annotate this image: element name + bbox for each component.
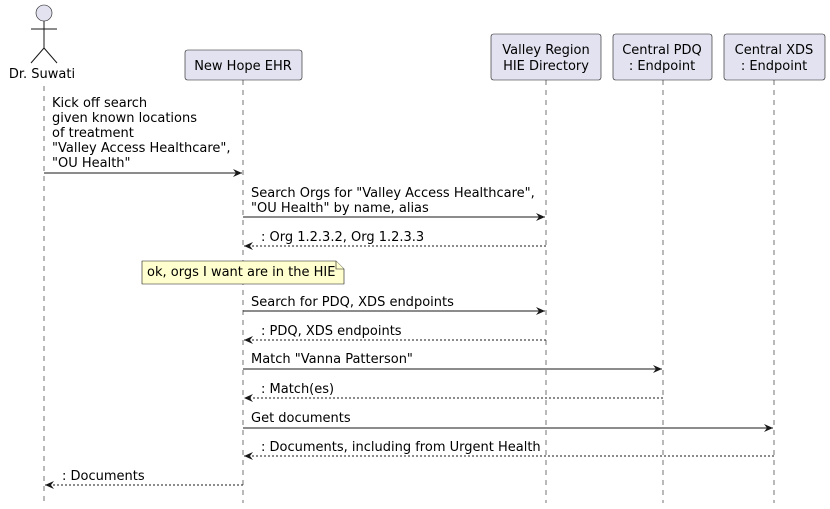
message-text-line: : Documents — [62, 469, 145, 484]
message-match-results: : Match(es) — [244, 382, 663, 402]
message-text-line: Get documents — [251, 411, 351, 426]
message-document-results: : Documents, including from Urgent Healt… — [244, 440, 774, 460]
participant-new-hope-ehr: New Hope EHR — [184, 49, 303, 81]
actor-right-leg — [43, 47, 58, 64]
participant-central-xds: Central XDS : Endpoint — [723, 33, 826, 81]
participant-box — [184, 49, 303, 81]
participant-box — [490, 33, 602, 81]
participant-box — [723, 33, 826, 81]
message-text-line: Kick off search — [52, 96, 147, 111]
message-text-line: "OU Health" by name, alias — [251, 201, 429, 216]
message-kick-off-search: Kick off search given known locations of… — [44, 96, 242, 177]
message-text-line: Search Orgs for "Valley Access Healthcar… — [251, 186, 535, 201]
participant-label-line-1: Central PDQ — [622, 43, 702, 58]
message-org-results: : Org 1.2.3.2, Org 1.2.3.3 — [244, 230, 546, 250]
message-documents-to-doctor: : Documents — [45, 469, 243, 489]
participant-central-pdq: Central PDQ : Endpoint — [612, 33, 713, 81]
message-text-line: given known locations — [52, 111, 197, 126]
message-text-line: : Match(es) — [261, 382, 334, 397]
message-text-line: Search for PDQ, XDS endpoints — [251, 295, 454, 310]
participant-label-line-1: Valley Region — [502, 43, 589, 58]
actor-label: Dr. Suwati — [9, 67, 75, 82]
message-text-line: : Documents, including from Urgent Healt… — [261, 440, 541, 455]
participant-box — [612, 33, 713, 81]
message-endpoint-results: : PDQ, XDS endpoints — [244, 324, 546, 344]
message-text-line: Match "Vanna Patterson" — [251, 352, 413, 367]
actor-dr-suwati: Dr. Suwati — [9, 4, 75, 82]
note: ok, orgs I want are in the HIE — [141, 260, 345, 285]
participant-label-line-2: HIE Directory — [503, 59, 589, 74]
message-text-line: "OU Health" — [52, 156, 131, 171]
message-get-documents: Get documents — [243, 411, 773, 432]
participant-label: New Hope EHR — [194, 59, 292, 74]
message-text-line: of treatment — [52, 126, 134, 141]
message-search-orgs: Search Orgs for "Valley Access Healthcar… — [243, 186, 545, 221]
message-text-line: : Org 1.2.3.2, Org 1.2.3.3 — [261, 230, 424, 245]
participant-label-line-2: : Endpoint — [741, 59, 807, 74]
participant-label-line-2: : Endpoint — [629, 59, 695, 74]
participant-hie-directory: Valley Region HIE Directory — [490, 33, 602, 81]
message-match-patient: Match "Vanna Patterson" — [243, 352, 662, 373]
note-text: ok, orgs I want are in the HIE — [147, 265, 335, 280]
actor-left-leg — [30, 47, 45, 64]
message-search-endpoints: Search for PDQ, XDS endpoints — [243, 295, 545, 315]
message-text-line: "Valley Access Healthcare", — [52, 141, 230, 156]
note-corner-fold — [335, 261, 344, 270]
actor-head — [35, 4, 53, 22]
participant-label-line-1: Central XDS — [735, 43, 814, 58]
note-box — [141, 260, 345, 285]
message-text-line: : PDQ, XDS endpoints — [261, 324, 402, 339]
